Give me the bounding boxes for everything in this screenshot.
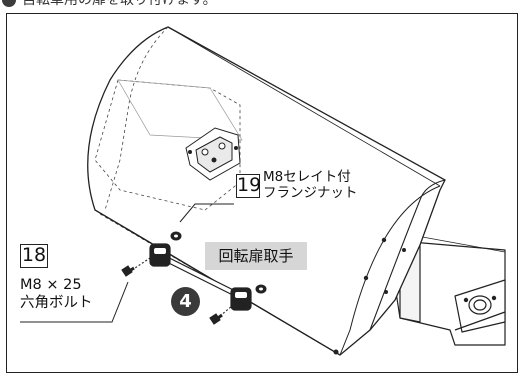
hex-bolts — [121, 257, 233, 325]
door-holes — [333, 237, 406, 355]
diagram-frame — [6, 13, 518, 373]
door-handle — [149, 243, 252, 311]
instruction-text: 自転車用の扉を取り付けます。 — [22, 0, 217, 8]
leader-lines — [20, 203, 234, 323]
inner-panel-outline — [117, 79, 243, 141]
inner-bracket — [185, 127, 241, 181]
flange-nuts — [170, 231, 267, 294]
part-18-name-line2: 六角ボルト — [20, 295, 93, 311]
step-bullet-icon — [2, 0, 16, 7]
instruction-header: 自転車用の扉を取り付けます。 — [0, 0, 524, 11]
part-number-18-box: 18 — [20, 244, 48, 268]
part-19-name-line1: M8セレイト付 — [263, 169, 351, 185]
part-number-19-box: 19 — [236, 174, 262, 198]
step-number-marker: 4 — [171, 287, 200, 316]
part-19-name-line2: フランジナット — [263, 185, 358, 201]
part-18-name-line1: M8 × 25 — [20, 277, 82, 293]
handle-callout-label: 回転扉取手 — [205, 242, 307, 270]
